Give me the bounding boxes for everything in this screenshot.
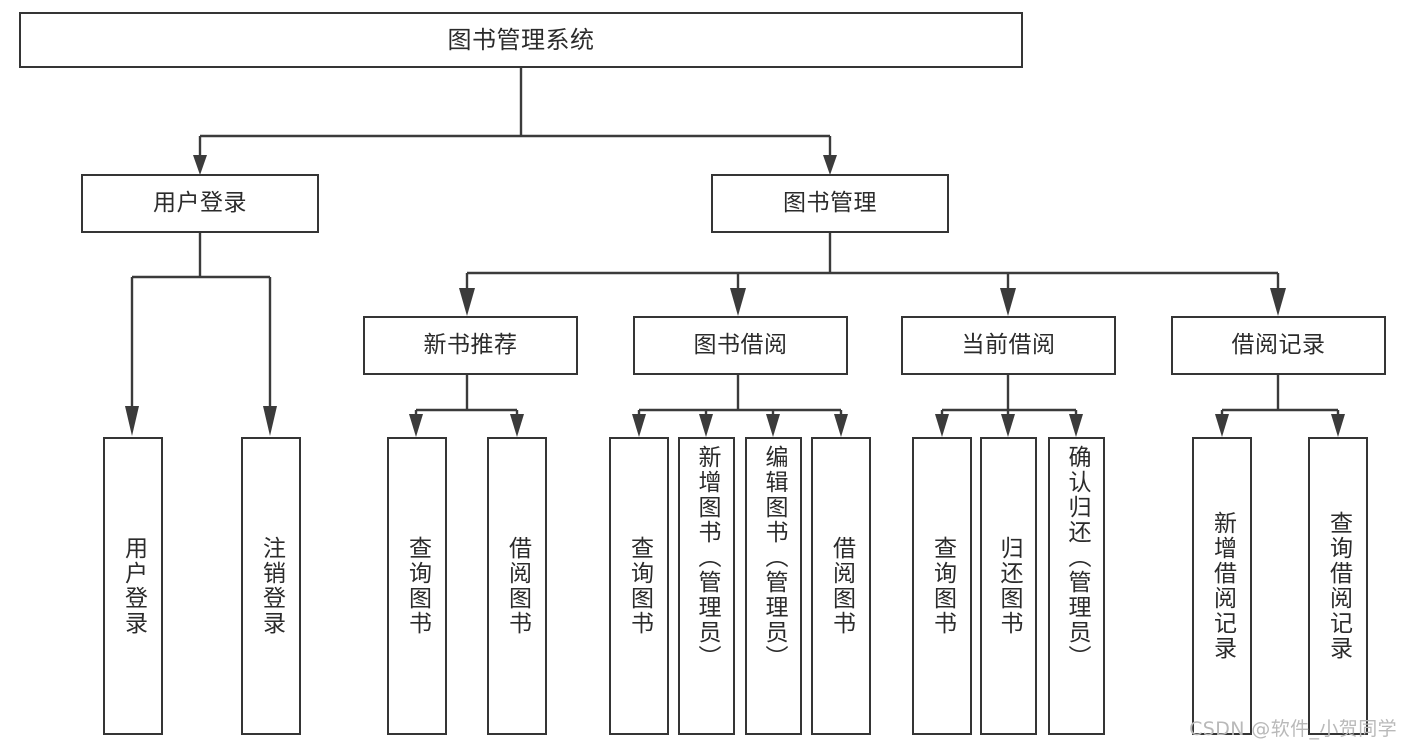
leaf-borrow-book[interactable]: 借阅图书 <box>811 437 871 735</box>
node-root-book-management-system[interactable]: 图书管理系统 <box>19 12 1023 68</box>
node-label: 用户登录 <box>120 536 147 636</box>
leaf-query-book-recommend[interactable]: 查询图书 <box>387 437 447 735</box>
node-label: 归还图书 <box>996 536 1022 636</box>
node-book-borrow[interactable]: 图书借阅 <box>633 316 848 375</box>
node-label: 借阅图书 <box>828 536 855 636</box>
node-label: 借阅图书 <box>504 536 531 636</box>
leaf-return-book[interactable]: 归还图书 <box>980 437 1037 735</box>
leaf-edit-book-admin[interactable]: 编辑图书（管理员） <box>745 437 802 735</box>
node-label: 编辑图书（管理员） <box>761 445 787 670</box>
leaf-confirm-return-admin[interactable]: 确认归还（管理员） <box>1048 437 1105 735</box>
node-label: 图书管理系统 <box>447 25 595 54</box>
node-current-borrow[interactable]: 当前借阅 <box>901 316 1116 375</box>
leaf-query-book-current[interactable]: 查询图书 <box>912 437 972 735</box>
node-label: 查询图书 <box>929 536 956 636</box>
node-label: 新书推荐 <box>423 331 518 358</box>
node-label: 新增借阅记录 <box>1209 511 1236 661</box>
leaf-query-book-borrow[interactable]: 查询图书 <box>609 437 669 735</box>
node-label: 确认归还（管理员） <box>1064 445 1090 670</box>
node-label: 新增图书（管理员） <box>694 445 720 670</box>
leaf-add-book-admin[interactable]: 新增图书（管理员） <box>678 437 735 735</box>
node-new-book-recommend[interactable]: 新书推荐 <box>363 316 578 375</box>
node-label: 查询图书 <box>626 536 653 636</box>
node-label: 用户登录 <box>153 189 247 216</box>
node-label: 查询借阅记录 <box>1325 511 1352 661</box>
csdn-watermark: CSDN @软件_小贺同学 <box>1189 718 1397 740</box>
leaf-borrow-book-recommend[interactable]: 借阅图书 <box>487 437 547 735</box>
node-user-login[interactable]: 用户登录 <box>81 174 319 233</box>
node-label: 查询图书 <box>404 536 431 636</box>
node-label: 注销登录 <box>258 536 285 636</box>
leaf-query-borrow-record[interactable]: 查询借阅记录 <box>1308 437 1368 735</box>
leaf-add-borrow-record[interactable]: 新增借阅记录 <box>1192 437 1252 735</box>
node-borrow-record[interactable]: 借阅记录 <box>1171 316 1386 375</box>
node-label: 借阅记录 <box>1231 331 1326 358</box>
node-book-manage[interactable]: 图书管理 <box>711 174 949 233</box>
leaf-logout[interactable]: 注销登录 <box>241 437 301 735</box>
node-label: 当前借阅 <box>961 331 1056 358</box>
node-label: 图书借阅 <box>693 331 788 358</box>
node-label: 图书管理 <box>783 189 877 216</box>
leaf-user-login[interactable]: 用户登录 <box>103 437 163 735</box>
